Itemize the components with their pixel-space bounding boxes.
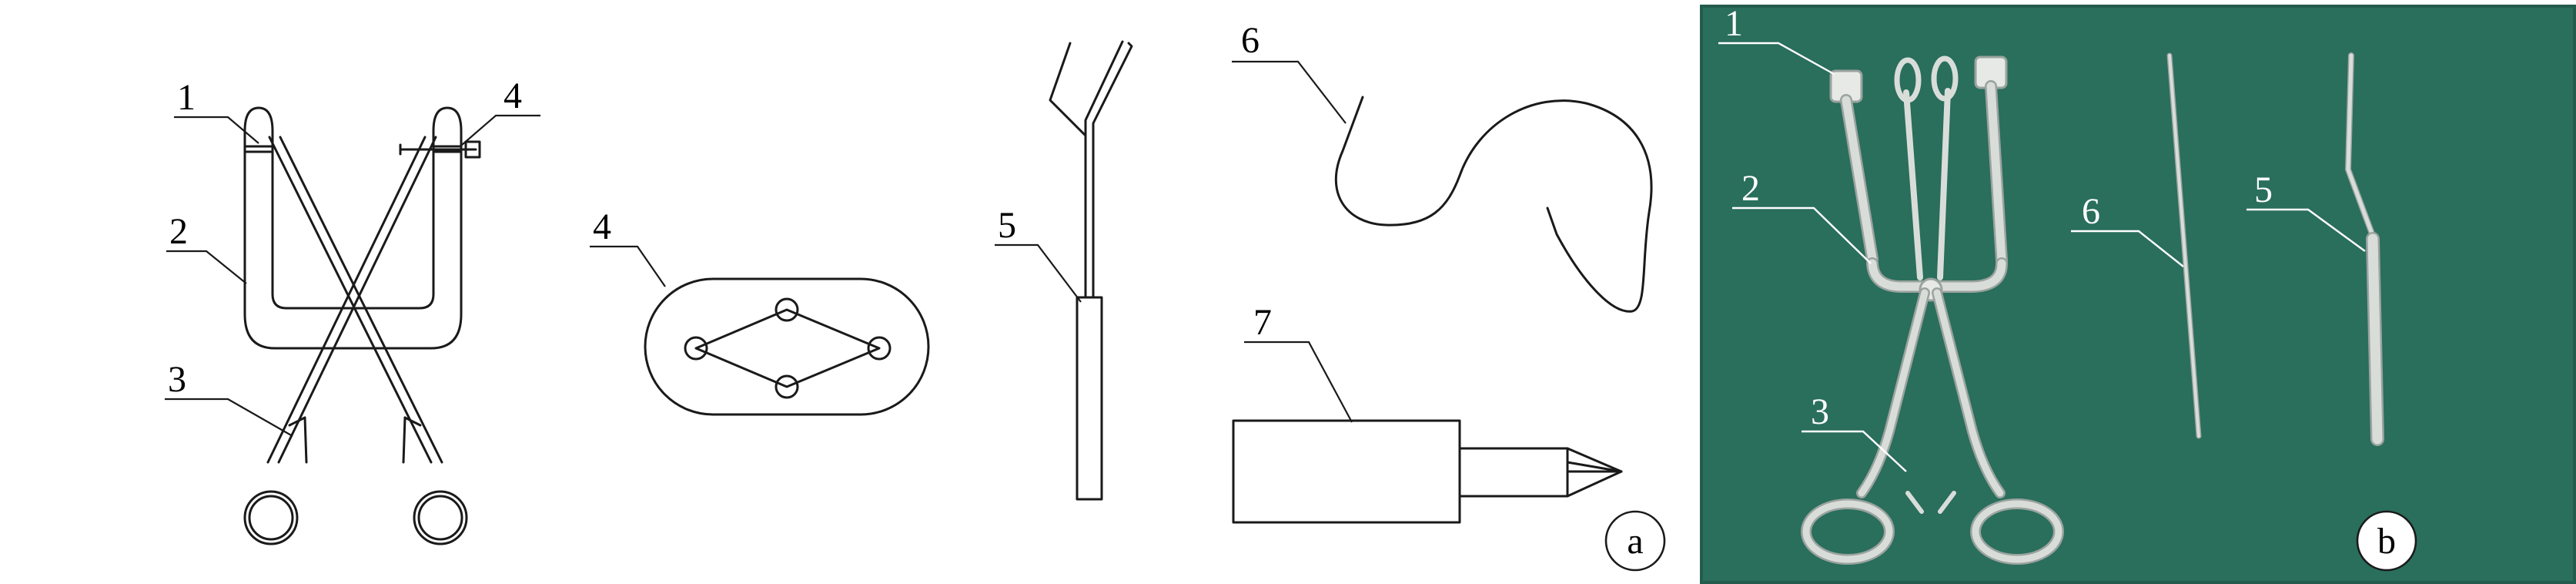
panel-b-badge: b [2356,510,2417,572]
oval-plate-drawing [644,277,930,416]
label-text: 2 [169,211,188,252]
label-text: 1 [177,77,196,118]
curved-wire-drawing [1334,96,1653,313]
label-text: 3 [1811,391,1829,432]
label-text: 4 [503,76,522,116]
panel-a: 1 4 2 3 4 [165,20,1666,572]
photo-label-6: 6 [2071,191,2184,267]
plate-label-4: 4 [590,206,666,287]
panel-b-label: b [2377,521,2396,562]
label-text: 6 [2082,191,2100,232]
frame-label-1: 1 [174,77,259,144]
label-text: 4 [593,206,611,247]
photo-label-3: 3 [1802,391,1907,472]
label-text: 7 [1253,302,1272,343]
frame-label-4: 4 [461,76,540,146]
label-text: 1 [1725,3,1743,44]
angled-rod-drawing [1049,40,1133,501]
frame-label-3: 3 [165,359,293,437]
thin-rod-photo [2166,52,2202,439]
label-text: 5 [998,205,1016,246]
wire-label-6: 6 [1232,20,1347,124]
label-text: 2 [1741,168,1760,209]
retractor-photo [1801,55,2064,565]
photo-label-1: 1 [1718,3,1835,76]
panel-a-badge: a [1604,510,1666,572]
frame-label-2: 2 [166,211,247,284]
panel-a-label: a [1627,521,1643,562]
retractor-frame-drawing [243,106,481,545]
device-label-7: 7 [1244,302,1353,423]
photo-label-5: 5 [2246,169,2366,252]
label-text: 6 [1241,20,1260,61]
angled-rod-photo [2345,52,2384,446]
label-text: 5 [2254,169,2273,210]
photo-label-2: 2 [1732,168,1872,264]
label-text: 3 [168,359,186,400]
panel-b: 1 2 3 6 5 b [1700,3,2576,584]
rod-label-5: 5 [995,205,1082,303]
insertion-device-drawing [1232,419,1623,524]
